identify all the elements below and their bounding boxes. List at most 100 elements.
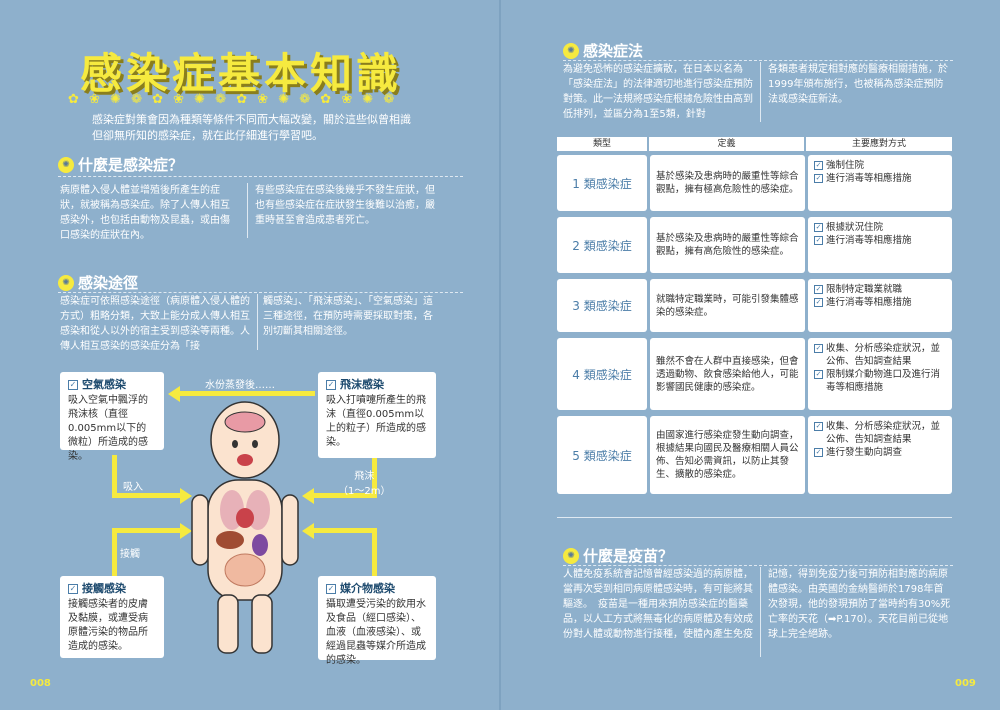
route-col2: 觸感染」、「飛沫感染」、「空氣感染」這三種途徑，在預防時需要採取對策，各別切斷其… [263, 296, 433, 337]
checkbox-icon: ✓ [814, 285, 823, 294]
arrow-air-down [112, 455, 117, 495]
row-category: 1 類感染症 [557, 155, 647, 211]
column-divider [257, 294, 258, 350]
card-vector-infection: ✓媒介物感染 攝取遭受污染的飲用水及食品（經口感染）、血液（血液感染）、或經過昆… [318, 576, 436, 666]
sun-icon: ✺ [58, 156, 74, 173]
table-header: 類型 定義 主要應對方式 [557, 137, 952, 151]
arrowhead-left [302, 488, 314, 504]
check-icon: ✓ [68, 584, 78, 594]
vaccine-col2: 記憶，得到免疫力後可預防相對應的病原體感染。由英國的金納醫師於1798年首次發現… [768, 569, 951, 640]
header-category: 類型 [557, 137, 647, 151]
card-air-infection: ✓空氣感染 吸入空氣中飄浮的飛沫核（直徑0.005mm以下的微粒）所造成的感染。 [60, 372, 164, 462]
card-heading: ✓媒介物感染 [326, 582, 395, 595]
sun-icon: ✺ [563, 547, 579, 564]
dashed-divider [58, 176, 463, 177]
label-contact: 接觸 [120, 549, 140, 560]
sun-icon: ✺ [563, 42, 579, 59]
checkbox-icon: ✓ [814, 161, 823, 170]
row-definition: 由國家進行感染症發生動向調查，根據結果向國民及醫療相關人員公佈、告知必需資訊，以… [650, 416, 805, 494]
section-heading-label: 感染途徑 [78, 274, 139, 292]
row-category: 2 類感染症 [557, 217, 647, 273]
checkbox-icon: ✓ [814, 174, 823, 183]
check-icon: ✓ [326, 380, 336, 390]
checkbox-icon: ✓ [814, 370, 823, 379]
what-is-col2: 有些感染症在感染後幾乎不發生症狀，但也有些感染症在症狀發生後難以治癒，嚴重時甚至… [255, 185, 435, 226]
card-body: 吸入打噴嚏所產生的飛沫（直徑0.005mm以上的粒子）所造成的感染。 [326, 395, 426, 448]
table-row: 1 類感染症 基於感染及患病時的嚴重性等綜合觀點，擁有極高危險性的感染症。 ✓強… [557, 155, 952, 211]
human-body-illustration [191, 401, 299, 654]
row-actions: ✓收集、分析感染症狀況，並公佈、告知調查結果 ✓限制媒介動物進口及進行消毒等相應… [808, 338, 952, 410]
section-heading-label: 感染症法 [583, 42, 644, 60]
row-definition: 就職特定職業時，可能引發集體感染的感染症。 [650, 279, 805, 332]
row-category: 5 類感染症 [557, 416, 647, 494]
row-definition: 雖然不會在人群中直接感染，但會透過動物、飲食感染給他人，可能影響國民健康的感染症… [650, 338, 805, 410]
law-col1: 為避免恐怖的感染症擴散，在日本以名為「感染症法」的法律適切地進行感染症預防對策。… [563, 64, 753, 120]
section-heading-label: 什麼是感染症？ [78, 156, 184, 174]
section-divider [557, 517, 952, 518]
vaccine-col1: 人體免疫系統會記憶曾經感染過的病原體，當再次受到相同病原體感染時，有可能將其驅逐… [563, 569, 753, 640]
checkbox-icon: ✓ [814, 448, 823, 457]
table-row: 5 類感染症 由國家進行感染症發生動向調查，根據結果向國民及醫療相關人員公佈、告… [557, 416, 952, 494]
checkbox-icon: ✓ [814, 422, 823, 431]
row-definition: 基於感染及患病時的嚴重性等綜合觀點，擁有極高危險性的感染症。 [650, 155, 805, 211]
card-heading: ✓接觸感染 [68, 582, 126, 595]
card-heading: ✓飛沫感染 [326, 378, 384, 391]
check-icon: ✓ [326, 584, 336, 594]
check-icon: ✓ [68, 380, 78, 390]
arrow-air-to-body [112, 493, 182, 498]
table-row: 2 類感染症 基於感染及患病時的嚴重性等綜合觀點，擁有高危險性的感染症。 ✓根據… [557, 217, 952, 273]
label-inhale: 吸入 [123, 482, 143, 493]
label-droplet-distance: 飛沫 （1～2m） [338, 471, 391, 497]
sun-icon: ✺ [58, 274, 74, 291]
arrow-droplet-to-air [175, 391, 315, 396]
header-action: 主要應對方式 [806, 137, 952, 151]
arrow-contact-to-body [112, 528, 182, 533]
section-heading-what-is: ✺ 什麼是感染症？ [58, 154, 183, 175]
label-evaporate: 水份蒸發後…… [205, 380, 275, 391]
page-title: 感染症基本知識 [80, 49, 403, 98]
checkbox-icon: ✓ [814, 298, 823, 307]
intro-text: 感染症對策會因為種類等條件不同而大幅改變，關於這些似曾相識但卻無所知的感染症，就… [92, 113, 411, 142]
dashed-divider [563, 565, 953, 566]
arrow-vector-up [372, 528, 377, 576]
germ-decoration: ✿ ❀ ✺ ❁ ✿ ❀ ✺ ❁ ✿ ❀ ✺ ❁ ✿ ❀ ✺ ❁ [68, 92, 398, 107]
arrow-droplet-down [372, 458, 377, 498]
arrow-contact-up [112, 530, 117, 576]
checkbox-icon: ✓ [814, 236, 823, 245]
what-is-col1: 病原體入侵人體並增殖後所產生的症狀，就被稱為感染症。除了人傳人相互感染外，也包括… [60, 185, 230, 241]
checkbox-icon: ✓ [814, 344, 823, 353]
card-heading: ✓空氣感染 [68, 378, 126, 391]
page-number-left: 008 [30, 678, 51, 689]
card-body: 攝取遭受污染的飲用水及食品（經口感染）、血液（血液感染）、或經過昆蟲等媒介所造成… [326, 599, 426, 666]
column-divider [760, 567, 761, 657]
row-actions: ✓根據狀況住院 ✓進行消毒等相應措施 [808, 217, 952, 273]
page-number-right: 009 [955, 678, 976, 689]
route-col1: 感染症可依照感染途徑（病原體入侵人體的方式）粗略分類，大致上能分成人傳人相互感染… [60, 296, 250, 352]
section-heading-vaccine: ✺ 什麼是疫苗？ [563, 545, 673, 566]
spine-divider [499, 0, 501, 710]
row-actions: ✓強制住院 ✓進行消毒等相應措施 [808, 155, 952, 211]
card-droplet-infection: ✓飛沫感染 吸入打噴嚏所產生的飛沫（直徑0.005mm以上的粒子）所造成的感染。 [318, 372, 436, 458]
row-definition: 基於感染及患病時的嚴重性等綜合觀點，擁有高危險性的感染症。 [650, 217, 805, 273]
row-actions: ✓限制特定職業就職 ✓進行消毒等相應措施 [808, 279, 952, 332]
arrow-droplet-to-body [312, 493, 377, 498]
card-body: 接觸感染者的皮膚及黏膜，或遭受病原體污染的物品所造成的感染。 [68, 599, 148, 652]
card-contact-infection: ✓接觸感染 接觸感染者的皮膚及黏膜，或遭受病原體污染的物品所造成的感染。 [60, 576, 164, 658]
table-row: 3 類感染症 就職特定職業時，可能引發集體感染的感染症。 ✓限制特定職業就職 ✓… [557, 279, 952, 332]
arrowhead-left [302, 523, 314, 539]
law-col2: 各類患者規定相對應的醫療相關措施，於1999年頒布施行，也被稱為感染症預防法或感… [768, 64, 948, 105]
arrow-vector-to-body [312, 528, 377, 533]
section-heading-route: ✺ 感染途徑 [58, 272, 138, 293]
row-actions: ✓收集、分析感染症狀況，並公佈、告知調查結果 ✓進行發生動向調查 [808, 416, 952, 494]
table-row: 4 類感染症 雖然不會在人群中直接感染，但會透過動物、飲食感染給他人，可能影響國… [557, 338, 952, 410]
arrowhead-left [168, 386, 180, 402]
header-definition: 定義 [649, 137, 804, 151]
dashed-divider [563, 60, 953, 61]
column-divider [247, 183, 248, 238]
checkbox-icon: ✓ [814, 223, 823, 232]
section-heading-law: ✺ 感染症法 [563, 40, 643, 61]
row-category: 3 類感染症 [557, 279, 647, 332]
arrowhead-right [180, 523, 192, 539]
row-category: 4 類感染症 [557, 338, 647, 410]
